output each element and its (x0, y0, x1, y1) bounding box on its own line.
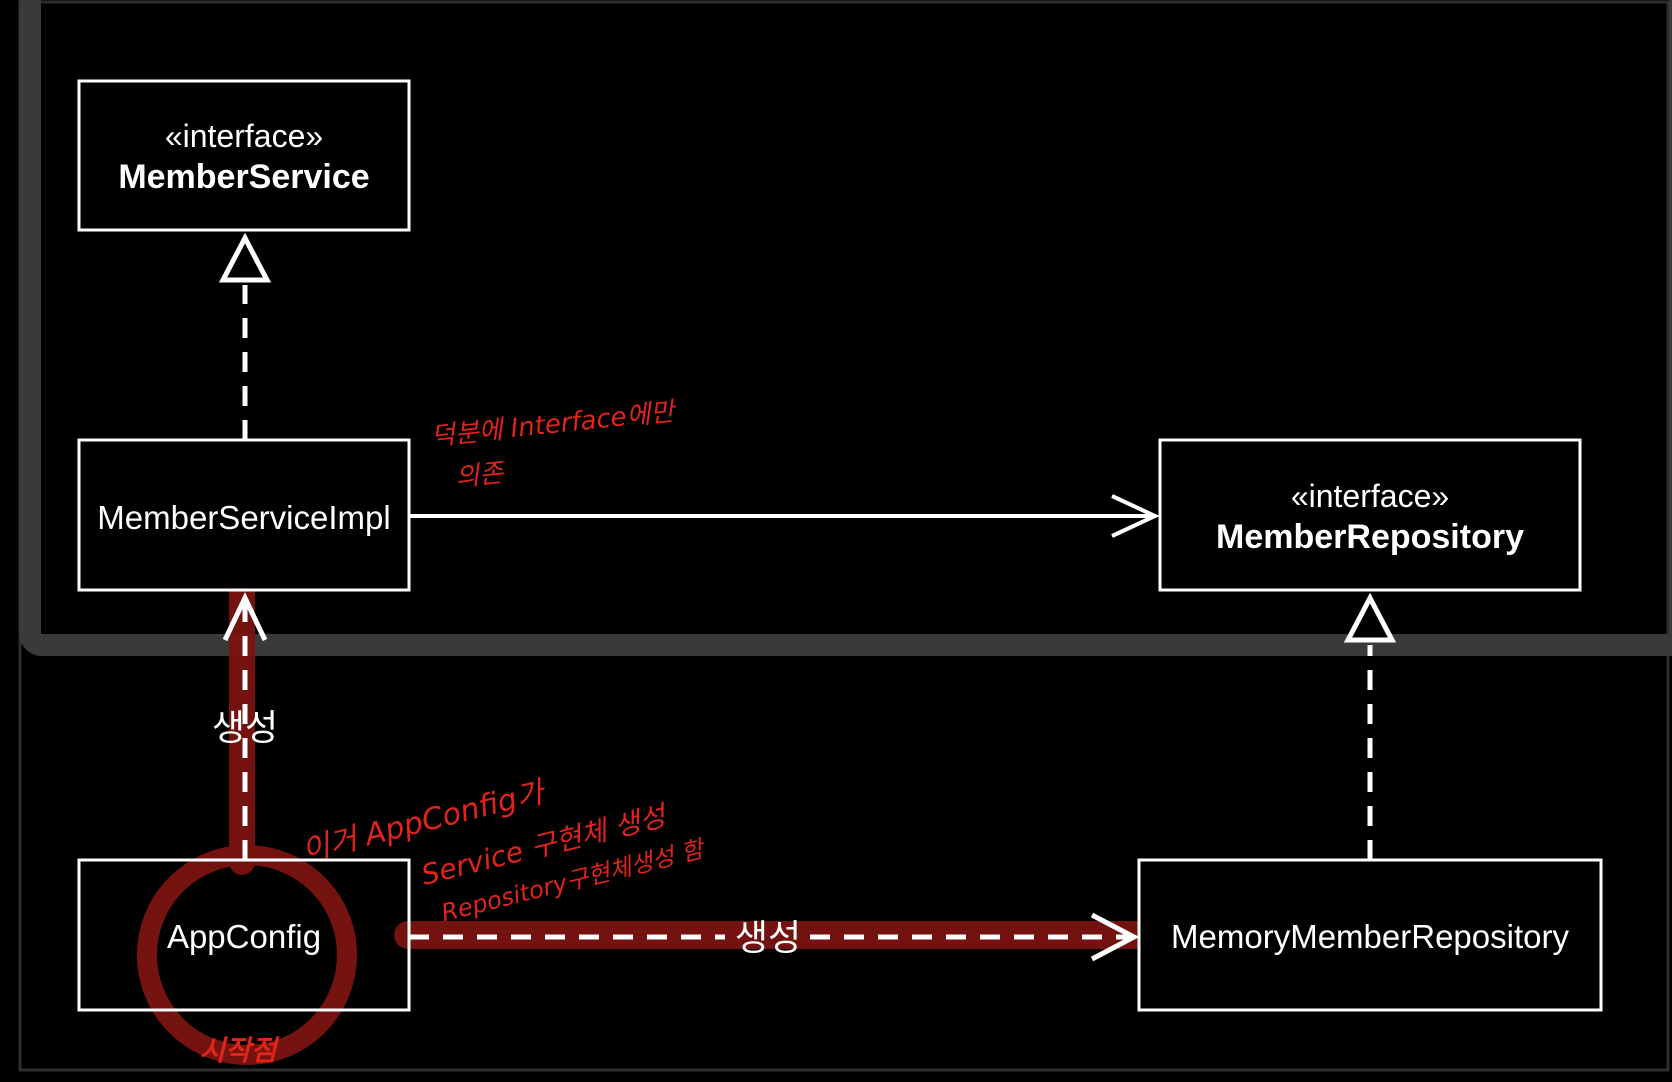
create-repo-edge: 생성 (409, 912, 1140, 962)
start-point-circle (137, 845, 357, 1065)
app-config-node[interactable]: AppConfig (77, 858, 411, 1012)
dependency-note-line-1: 덕분에 Interface에만 (430, 397, 679, 453)
create-impl-arrowhead (222, 592, 268, 642)
dependency-note-line-2: 의존 (454, 458, 507, 493)
create-repo-arrowhead (1090, 912, 1140, 962)
member-service-name: MemberService (118, 158, 369, 196)
create-impl-label: 생성 (212, 707, 278, 748)
member-repository-node[interactable]: «interface» MemberRepository (1158, 438, 1582, 592)
create-repo-label: 생성 (735, 917, 801, 958)
member-service-node[interactable]: «interface» MemberService (77, 79, 411, 232)
app-config-name: AppConfig (167, 918, 321, 955)
association-arrowhead (1111, 494, 1160, 538)
member-service-impl-name: MemberServiceImpl (97, 499, 390, 536)
member-repository-name: MemberRepository (1216, 518, 1524, 556)
member-repository-stereotype: «interface» (1291, 478, 1449, 514)
create-impl-edge: 생성 (212, 592, 278, 860)
memory-member-repository-node[interactable]: MemoryMemberRepository (1137, 858, 1603, 1012)
realization-triangle-service (218, 232, 272, 283)
realization-service-edge (218, 232, 272, 440)
memory-member-repository-name: MemoryMemberRepository (1171, 918, 1569, 955)
realization-repository-edge (1343, 592, 1397, 860)
start-point-label: 시작점 (199, 1034, 280, 1067)
association-edge (409, 494, 1160, 538)
dependency-note: 덕분에 Interface에만 의존 (430, 397, 679, 493)
member-service-stereotype: «interface» (165, 118, 323, 154)
module-frame (19, 0, 1672, 656)
member-service-impl-node[interactable]: MemberServiceImpl (77, 438, 411, 592)
realization-triangle-repository (1343, 592, 1397, 643)
